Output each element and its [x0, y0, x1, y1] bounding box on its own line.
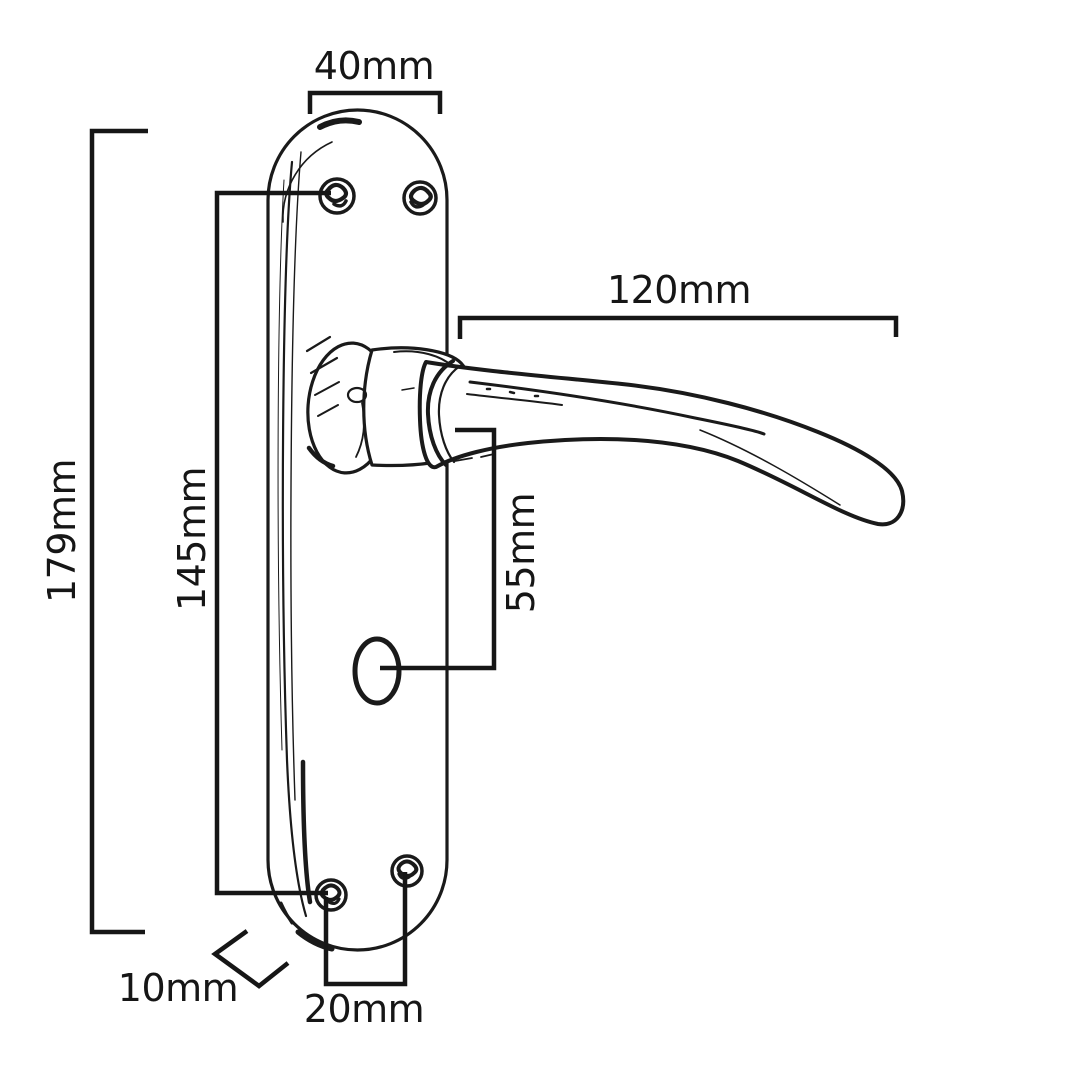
- sketch-stroke: [317, 117, 362, 130]
- screw-hole-rim: [402, 180, 438, 216]
- dimension-label-55mm: 55mm: [499, 493, 543, 613]
- sketch-stroke: [314, 381, 340, 417]
- sketch-stroke: [305, 335, 339, 375]
- sketch-stroke: [295, 929, 335, 952]
- screw-scribble: [324, 182, 349, 204]
- sketch-stroke: [401, 387, 415, 391]
- sketch-stroke: [282, 141, 333, 223]
- screw-hole-rim: [318, 177, 356, 215]
- sketch-stroke: [281, 160, 308, 918]
- dimension-bracket-145mm: [214, 190, 331, 896]
- dimension-label-20mm: 20mm: [304, 987, 424, 1031]
- dimension-lever-to-keyhole-55mm: 55mm: [380, 427, 543, 671]
- dimension-lever-length-120mm: 120mm: [457, 268, 899, 339]
- screw-scribble: [332, 199, 348, 208]
- backplate-outline: [266, 108, 449, 952]
- sketch-stroke: [277, 179, 285, 751]
- screw-hole-top-right: [402, 180, 438, 216]
- screw-scribble: [327, 897, 341, 906]
- screw-scribble: [408, 185, 433, 207]
- backplate-sketch-shading: [277, 117, 362, 952]
- dimension-screw-pair-offset-20mm: 20mm: [304, 872, 425, 1031]
- rose-sketch-detail: [305, 335, 453, 469]
- sketch-stroke: [466, 393, 563, 406]
- neck-ring-arc: [437, 364, 462, 464]
- sketch-stroke: [306, 445, 336, 469]
- dimension-bracket-40mm: [307, 90, 443, 114]
- spindle-detail: [346, 386, 368, 404]
- sketch-stroke: [355, 402, 365, 458]
- sketch-speckles: [485, 387, 540, 398]
- sketch-stroke: [279, 901, 294, 925]
- keyhole: [352, 636, 402, 706]
- sketch-stroke: [468, 380, 766, 436]
- backplate: [266, 108, 449, 952]
- dimension-bracket-10mm: [211, 929, 290, 989]
- dimension-screw-centres-145mm: 145mm: [170, 190, 331, 896]
- dimension-plate-projection-10mm: 10mm: [118, 929, 290, 1010]
- dimension-bracket-179mm: [89, 128, 148, 935]
- dimension-label-179mm: 179mm: [40, 459, 84, 603]
- screw-scribble: [409, 200, 425, 209]
- lever-handle: [305, 335, 906, 527]
- dimension-bracket-55mm: [380, 427, 497, 671]
- lever-sketch-detail: [454, 380, 841, 506]
- dimension-label-145mm: 145mm: [170, 467, 214, 611]
- dimension-plate-height-179mm: 179mm: [40, 128, 148, 935]
- dimension-bracket-20mm: [323, 872, 408, 987]
- dimension-label-40mm: 40mm: [314, 44, 434, 88]
- sketch-stroke: [290, 151, 302, 801]
- neck-ring-arc: [425, 359, 455, 467]
- dimension-bracket-120mm: [457, 315, 899, 339]
- dimension-label-120mm: 120mm: [607, 268, 751, 312]
- screw-hole-top-left: [318, 177, 356, 215]
- sketch-stroke: [393, 350, 453, 367]
- dimension-plate-width-40mm: 40mm: [307, 44, 443, 114]
- screw-scribble: [396, 859, 419, 878]
- dimension-label-10mm: 10mm: [118, 966, 238, 1010]
- sketch-stroke: [699, 429, 841, 506]
